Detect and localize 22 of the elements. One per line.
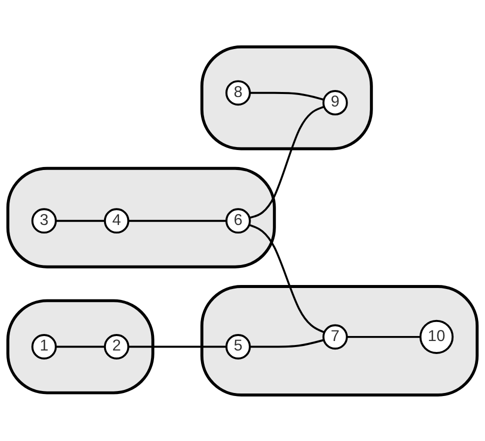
node-circle: 3 bbox=[31, 208, 57, 234]
node-circle: 5 bbox=[225, 334, 251, 360]
node-circle: 9 bbox=[322, 90, 348, 115]
connector bbox=[56, 345, 105, 348]
node-circle: 8 bbox=[225, 80, 251, 106]
node-circle: 1 bbox=[31, 334, 57, 360]
connector bbox=[250, 338, 324, 348]
node-circle: 2 bbox=[104, 334, 130, 360]
connector bbox=[346, 336, 420, 338]
connector bbox=[128, 219, 226, 222]
node-circle: 4 bbox=[104, 208, 130, 234]
connector bbox=[250, 92, 324, 100]
node-circle: 6 bbox=[225, 208, 251, 234]
connector bbox=[56, 219, 105, 222]
node-circle: 10 bbox=[419, 319, 454, 354]
node-circle: 7 bbox=[322, 324, 348, 350]
connector bbox=[248, 224, 325, 333]
connector bbox=[249, 105, 324, 218]
cluster bbox=[200, 284, 479, 396]
cluster bbox=[6, 166, 276, 268]
cluster bbox=[200, 44, 373, 150]
connector bbox=[128, 345, 226, 348]
